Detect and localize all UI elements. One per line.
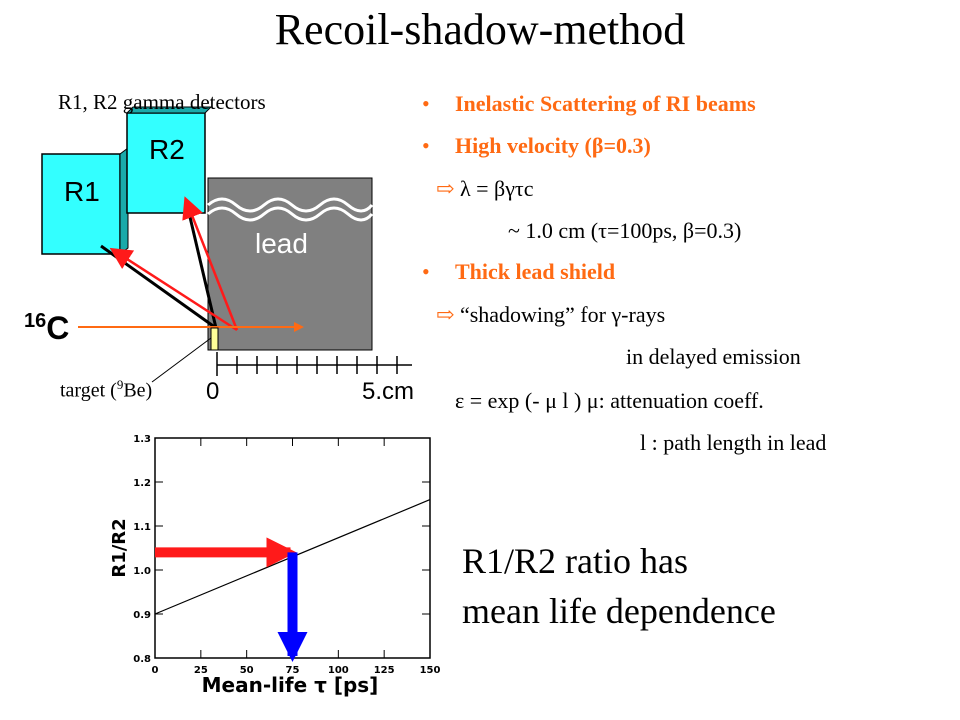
bullet-dot-1: • bbox=[422, 91, 430, 116]
detector-r1 bbox=[41, 147, 129, 255]
detectors-caption: R1, R2 gamma detectors bbox=[58, 90, 266, 114]
chart-x-tick-label: 125 bbox=[374, 665, 395, 676]
scale-end-label: 5.cm bbox=[362, 378, 415, 405]
chart-y-axis-label: R1/R2 bbox=[109, 518, 130, 577]
chart-x-tick-label: 100 bbox=[328, 665, 349, 676]
delayed-emission-line: in delayed emission bbox=[626, 344, 801, 369]
detector-r2 bbox=[125, 106, 213, 214]
distance-scale bbox=[216, 352, 412, 376]
chart-y-tick-label: 0.8 bbox=[133, 654, 151, 665]
path-length-line: l : path length in lead bbox=[640, 430, 827, 455]
attenuation-line: ε = exp (- μ l ) μ: attenuation coeff. bbox=[455, 388, 764, 413]
bullet-1: Inelastic Scattering of RI beams bbox=[455, 91, 756, 116]
slide-title: Recoil-shadow-method bbox=[274, 5, 686, 54]
beam-label: 16C bbox=[24, 310, 69, 347]
conclusion-line-1: R1/R2 ratio has bbox=[462, 541, 688, 581]
chart-x-tick-label: 50 bbox=[240, 665, 254, 676]
beam-mass: 16 bbox=[24, 310, 47, 332]
lead-label: lead bbox=[255, 228, 308, 259]
bullet-dot-2: • bbox=[422, 133, 430, 158]
scale-start-label: 0 bbox=[206, 378, 220, 405]
chart-y-tick-label: 1.0 bbox=[133, 566, 151, 577]
target-label: target (9Be) bbox=[60, 377, 153, 402]
chart-y-tick-label: 1.2 bbox=[133, 478, 151, 489]
conclusion-line-2: mean life dependence bbox=[462, 591, 776, 631]
chart-y-tick-label: 1.3 bbox=[133, 434, 151, 445]
shadowing-line: ⇨ “shadowing” for γ-rays bbox=[436, 302, 666, 327]
chart-x-tick-label: 25 bbox=[194, 665, 208, 676]
chart-y-tick-label: 0.9 bbox=[133, 610, 151, 621]
bullet-dot-3: • bbox=[422, 259, 430, 284]
formula-value: ~ 1.0 cm (τ=100ps, β=0.3) bbox=[508, 218, 742, 243]
chart-x-tick-label: 75 bbox=[286, 665, 300, 676]
chart-y-tick-label: 1.1 bbox=[133, 522, 151, 533]
chart-x-tick-label: 150 bbox=[420, 665, 441, 676]
lead-block bbox=[207, 177, 374, 351]
chart-x-tick-label: 0 bbox=[152, 665, 159, 676]
bullet-2: High velocity (β=0.3) bbox=[455, 133, 651, 158]
formula-lambda: ⇨ λ = βγτc bbox=[436, 176, 534, 201]
target bbox=[210, 327, 219, 351]
beam-element: C bbox=[46, 310, 70, 346]
gamma-paths bbox=[100, 196, 239, 332]
bullet-3: Thick lead shield bbox=[455, 259, 616, 284]
r1-label: R1 bbox=[64, 176, 100, 207]
r2-label: R2 bbox=[149, 134, 185, 165]
chart-x-axis-label: Mean-life τ [ps] bbox=[202, 673, 379, 697]
